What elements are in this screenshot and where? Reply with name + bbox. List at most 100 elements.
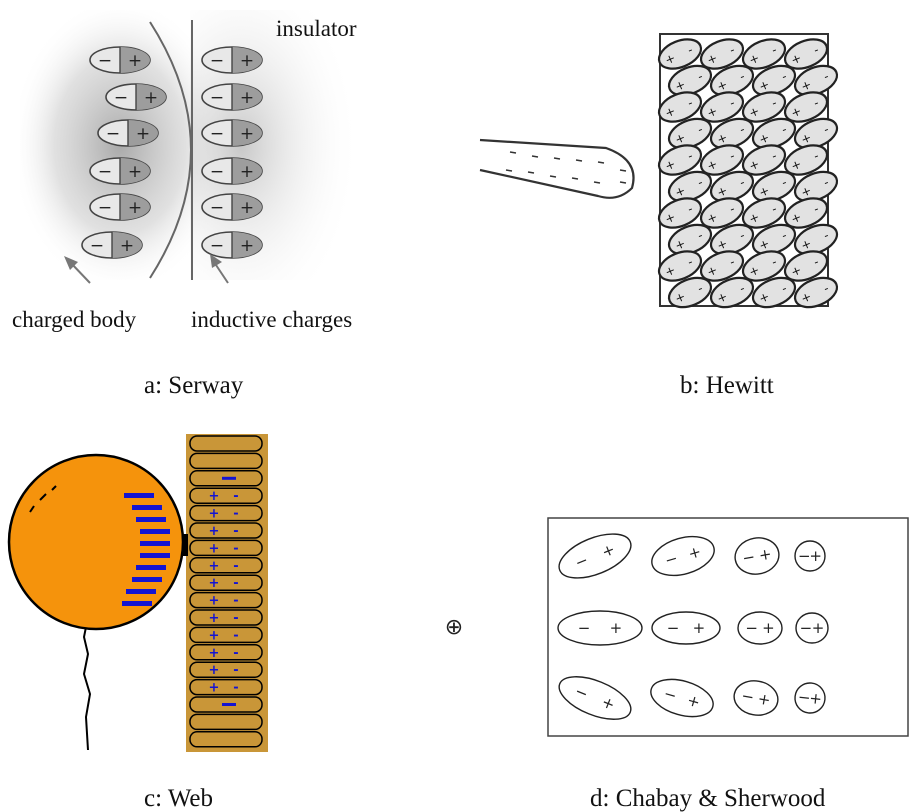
svg-text:−: −: [572, 551, 590, 572]
panel-hewitt: +-+-+-+-+-+-+-+-+-+-+-+-+-+-+-+-+-+-+-+-…: [470, 20, 850, 320]
svg-text:-: -: [233, 507, 238, 522]
svg-text:−: −: [741, 547, 757, 567]
svg-text:+: +: [756, 689, 772, 709]
svg-text:+: +: [599, 693, 617, 714]
balloon-charge: [126, 589, 156, 594]
wall-molecule: +-: [190, 575, 262, 591]
molecule: −+: [647, 673, 718, 723]
svg-text:-: -: [233, 628, 238, 643]
svg-text:+: +: [136, 124, 150, 144]
label-inductive-charges: inductive charges: [191, 308, 352, 331]
svg-text:-: -: [233, 541, 238, 556]
svg-text:+: +: [240, 236, 254, 256]
balloon-charge: [132, 577, 162, 582]
label-insulator: insulator: [276, 17, 357, 40]
caption-web: c: Web: [144, 786, 213, 811]
point-charge: ⊕: [445, 615, 463, 640]
balloon-string: [84, 610, 90, 750]
body-dipole: −+: [90, 47, 150, 73]
svg-text:+: +: [209, 611, 220, 626]
svg-text:−: −: [98, 198, 112, 218]
svg-text:+: +: [209, 576, 220, 591]
svg-text:+: +: [240, 124, 254, 144]
caption-hewitt: b: Hewitt: [680, 373, 774, 398]
svg-text:+: +: [209, 663, 220, 678]
svg-text:+: +: [209, 507, 220, 522]
svg-text:+: +: [240, 162, 254, 182]
panel-chabay-sherwood: ⊕ −+−+−+−+−+−+−+−+−+−+−+−+: [430, 508, 912, 748]
svg-text:+: +: [686, 542, 703, 563]
svg-text:−: −: [667, 619, 680, 637]
svg-text:+: +: [808, 689, 822, 708]
svg-text:+: +: [209, 524, 220, 539]
induced-dipole: −+: [202, 194, 262, 220]
caption-serway: a: Serway: [144, 373, 243, 398]
balloon-charge: [140, 553, 170, 558]
svg-text:−: −: [210, 236, 224, 256]
svg-text:-: -: [233, 594, 238, 609]
svg-text:-: -: [233, 646, 238, 661]
body-dipole: −+: [90, 194, 150, 220]
induced-dipole: −+: [202, 232, 262, 258]
svg-text:+: +: [209, 541, 220, 556]
svg-text:−: −: [578, 619, 591, 637]
svg-text:-: -: [233, 663, 238, 678]
body-dipole: −+: [82, 232, 142, 258]
wall-molecule: +-: [190, 593, 262, 609]
svg-text:+: +: [809, 547, 822, 565]
svg-text:−: −: [572, 682, 590, 703]
body-dipole: −+: [106, 84, 166, 110]
svg-text:-: -: [233, 576, 238, 591]
svg-text:−: −: [210, 198, 224, 218]
charged-rod: [480, 140, 634, 198]
wall-molecule: +-: [190, 558, 262, 574]
molecule: −+: [794, 682, 827, 715]
svg-text:+: +: [240, 51, 254, 71]
svg-text:+: +: [209, 489, 220, 504]
label-charged-body: charged body: [12, 308, 136, 331]
web-diagram: +-+-+-+-+-+-+-+-+-+-+-+-: [0, 432, 290, 752]
serway-diagram: −+−+−+−+−+−+−+−+−+−+−+−+: [0, 0, 400, 300]
svg-text:+: +: [209, 646, 220, 661]
wall-molecule: +-: [190, 610, 262, 626]
svg-text:+: +: [693, 619, 706, 637]
balloon-charge: [122, 601, 152, 606]
molecule: −+: [652, 612, 720, 644]
svg-text:+: +: [144, 88, 158, 108]
svg-text:+: +: [128, 162, 142, 182]
panel-web: +-+-+-+-+-+-+-+-+-+-+-+-: [0, 432, 290, 752]
wall-molecule: +-: [190, 662, 262, 678]
svg-text:−: −: [662, 684, 679, 705]
molecule: −+: [558, 611, 642, 645]
wall-molecule: [190, 714, 262, 729]
balloon-charge: [140, 529, 170, 534]
hewitt-molecules: +-+-+-+-+-+-+-+-+-+-+-+-+-+-+-+-+-+-+-+-…: [655, 34, 842, 313]
balloon-charge: [136, 517, 166, 522]
balloon-charge: [124, 493, 154, 498]
svg-text:+: +: [762, 619, 775, 637]
svg-text:+: +: [812, 619, 825, 637]
svg-text:-: -: [233, 611, 238, 626]
molecule: −+: [731, 677, 780, 718]
svg-text:+: +: [120, 236, 134, 256]
molecule: −+: [732, 534, 782, 577]
wall-molecule: [190, 436, 262, 451]
contact-point: [182, 534, 188, 556]
molecule: −+: [553, 525, 637, 587]
svg-text:+: +: [209, 628, 220, 643]
svg-text:−: −: [210, 51, 224, 71]
chabay-sherwood-molecules: −+−+−+−+−+−+−+−+−+−+−+−+: [553, 525, 828, 728]
hewitt-diagram: +-+-+-+-+-+-+-+-+-+-+-+-+-+-+-+-+-+-+-+-…: [470, 20, 850, 320]
svg-text:+: +: [599, 540, 617, 561]
svg-text:-: -: [233, 681, 238, 696]
svg-text:−: −: [106, 124, 120, 144]
svg-text:+: +: [209, 681, 220, 696]
induced-dipole: −+: [202, 158, 262, 184]
svg-text:−: −: [740, 687, 756, 707]
svg-text:+: +: [128, 198, 142, 218]
body-dipole: −+: [90, 158, 150, 184]
svg-text:−: −: [800, 619, 813, 637]
svg-text:-: -: [233, 524, 238, 539]
wall-molecule: +-: [190, 627, 262, 643]
balloon-charge: [132, 505, 162, 510]
